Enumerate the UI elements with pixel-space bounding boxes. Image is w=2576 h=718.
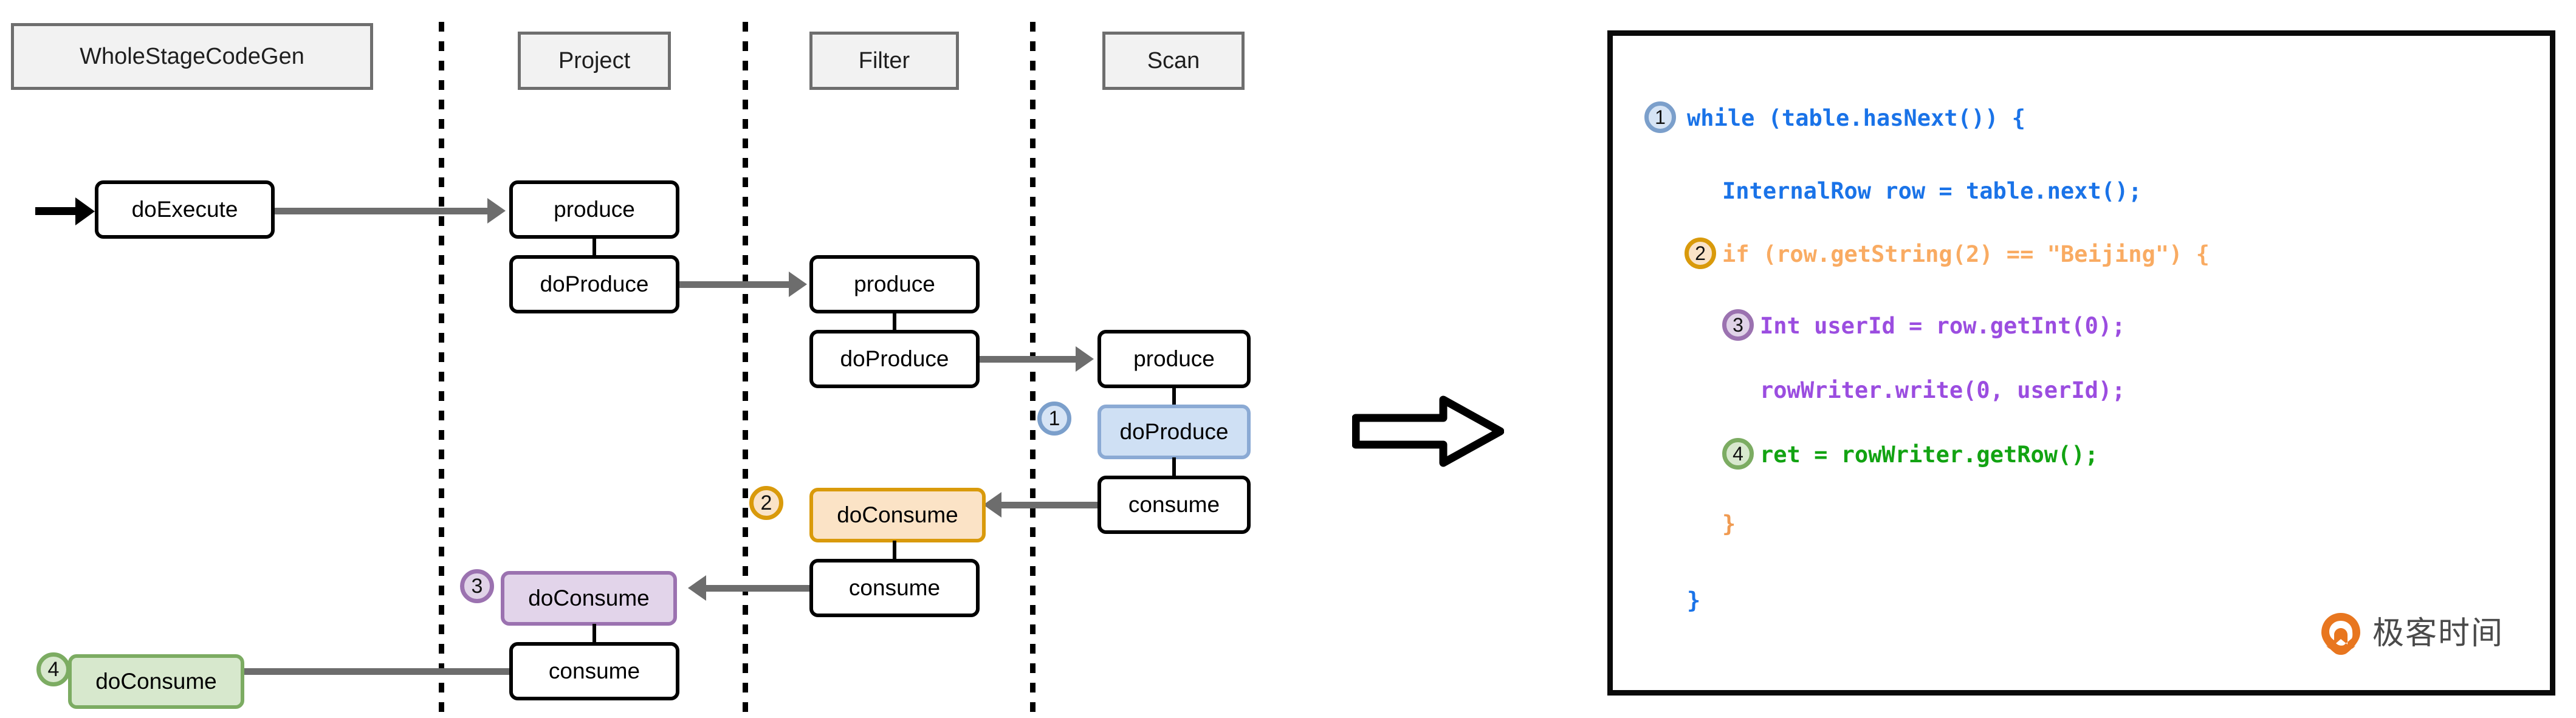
watermark-text: ⓘ 极客时间 [2309, 708, 2384, 718]
entry-arrow-head [75, 197, 95, 225]
step-badge-2: 2 [749, 486, 783, 520]
node-filter-doconsume: doConsume [809, 488, 986, 542]
code-line-7: } [1722, 511, 1736, 537]
node-doexecute: doExecute [95, 180, 275, 239]
node-filter-doproduce: doProduce [809, 330, 980, 388]
link-scan-produce-to-doproduce [1172, 386, 1176, 408]
stage-label: Filter [858, 47, 910, 74]
node-label: doConsume [528, 586, 650, 610]
stage-header-wholestagecodegen: WholeStageCodeGen [11, 23, 373, 90]
node-label: doProduce [840, 346, 949, 371]
node-label: doProduce [1119, 419, 1229, 444]
code-line-8: } [1687, 587, 1701, 614]
node-wsc-doconsume: doConsume [68, 654, 244, 709]
watermark-text: ⓘ 极客时间 [1434, 453, 1509, 468]
node-scan-doproduce: doProduce [1097, 405, 1251, 459]
arrow-filter-to-scan-shaft [980, 356, 1077, 363]
node-filter-consume: consume [809, 559, 980, 617]
code-step-badge-2: 2 [1685, 238, 1716, 269]
node-label: produce [1133, 346, 1215, 371]
geektime-logo-text: 极客时间 [2372, 615, 2504, 652]
code-step-badge-4: 4 [1722, 438, 1754, 470]
step-number: 4 [1733, 443, 1743, 465]
stage-header-filter: Filter [809, 32, 959, 90]
code-line-3: if (row.getString(2) == "Beijing") { [1722, 241, 2210, 267]
stage-label: Project [558, 47, 631, 74]
node-scan-consume: consume [1097, 476, 1251, 534]
step-number: 1 [1048, 407, 1060, 430]
arrow-project-to-wsc-consume-shaft [180, 668, 509, 675]
code-line-5: rowWriter.write(0, userId); [1760, 377, 2126, 403]
arrow-filter-to-scan-head [1076, 346, 1094, 372]
arrow-scan-to-filter-consume-head [983, 492, 1001, 518]
arrow-filter-to-project-consume-shaft [706, 585, 809, 592]
arrow-scan-to-filter-consume-shaft [1001, 502, 1097, 508]
stage-header-project: Project [518, 32, 671, 90]
stage-separator-1 [439, 22, 444, 718]
node-label: consume [1128, 492, 1220, 517]
step-number: 2 [760, 491, 772, 515]
node-label: produce [854, 272, 935, 296]
step-badge-4: 4 [36, 652, 70, 686]
node-label: doProduce [540, 272, 649, 296]
node-project-doconsume: doConsume [501, 571, 677, 626]
watermark-text: ⓘ 极客时间 [1434, 708, 1509, 718]
node-label: produce [554, 197, 635, 222]
geektime-logo: 极客时间 [2318, 610, 2504, 657]
arrow-filter-to-project-consume-head [688, 575, 706, 601]
node-project-doproduce: doProduce [509, 255, 679, 313]
arrow-doexecute-to-produce-head [487, 198, 506, 224]
link-filter-produce-to-doproduce [893, 312, 896, 333]
entry-arrow-shaft [35, 207, 77, 215]
stage-label: WholeStageCodeGen [80, 43, 304, 69]
step-number: 2 [1695, 242, 1706, 264]
stage-separator-3 [1030, 22, 1036, 718]
geektime-logo-icon [2318, 610, 2364, 657]
watermark-text: ⓘ 极客时间 [1726, 708, 1801, 718]
transition-arrow-icon [1352, 395, 1505, 468]
stage-label: Scan [1147, 47, 1200, 74]
arrow-project-to-filter-head [789, 272, 807, 297]
node-filter-produce: produce [809, 255, 980, 313]
code-line-1: while (table.hasNext()) { [1687, 105, 2025, 131]
step-number: 3 [1733, 314, 1743, 336]
link-filter-doconsume-to-consume [893, 541, 896, 562]
code-step-badge-3: 3 [1722, 309, 1754, 341]
step-badge-3: 3 [460, 569, 494, 603]
node-label: doConsume [95, 669, 217, 694]
step-number: 4 [47, 658, 60, 681]
link-project-produce-to-doproduce [592, 237, 596, 259]
node-scan-produce: produce [1097, 330, 1251, 388]
stage-header-scan: Scan [1102, 32, 1245, 90]
node-label: doExecute [131, 197, 238, 222]
step-number: 3 [471, 575, 483, 598]
node-project-consume: consume [509, 642, 679, 700]
generated-code-panel: 1 while (table.hasNext()) { InternalRow … [1607, 30, 2555, 696]
node-label: doConsume [837, 502, 958, 527]
arrow-doexecute-to-produce-shaft [275, 208, 489, 214]
link-scan-doproduce-to-consume [1172, 457, 1176, 479]
node-label: consume [548, 658, 641, 683]
stage-separator-2 [743, 22, 748, 718]
code-line-6: ret = rowWriter.getRow(); [1760, 442, 2098, 468]
watermark-text: ⓘ 极客时间 [2018, 708, 2092, 718]
code-line-2: InternalRow row = table.next(); [1722, 178, 2142, 204]
watermark-text: ⓘ 极客时间 [1434, 197, 1509, 213]
step-badge-1: 1 [1037, 402, 1071, 436]
pipeline-diagram: WholeStageCodeGen Project Filter Scan do… [11, 22, 1251, 718]
step-number: 1 [1655, 106, 1666, 128]
node-label: consume [848, 575, 941, 600]
code-line-4: Int userId = row.getInt(0); [1760, 313, 2126, 339]
arrow-project-to-filter-shaft [679, 281, 790, 288]
link-project-doconsume-to-consume [592, 624, 596, 646]
code-step-badge-1: 1 [1644, 101, 1676, 133]
node-project-produce: produce [509, 180, 679, 239]
